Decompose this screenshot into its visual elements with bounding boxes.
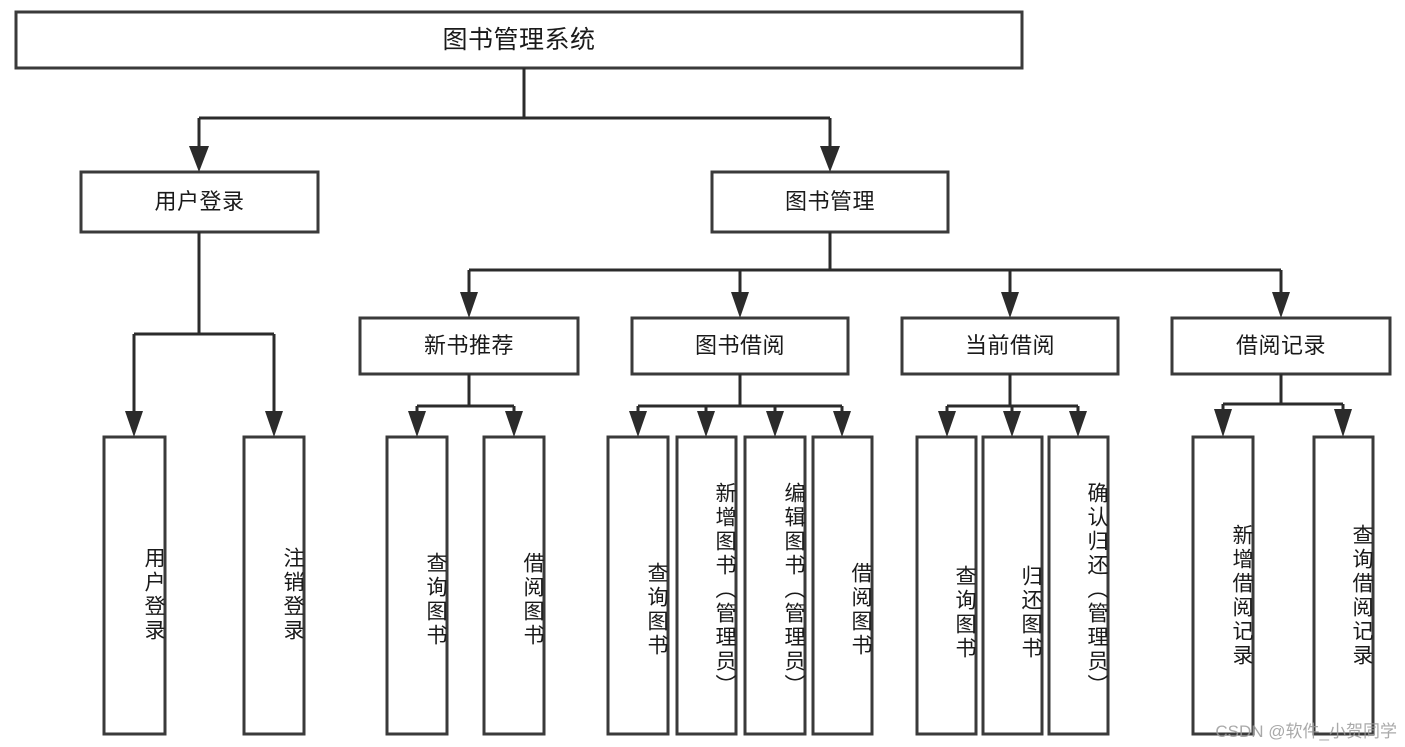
node-user-login-box[interactable] xyxy=(79,170,320,234)
node-root-box[interactable] xyxy=(14,10,1024,70)
arrowhead-leaf-user-login-0 xyxy=(125,411,143,437)
arrowhead-leaf-user-login-1 xyxy=(265,411,283,437)
node-user-login[interactable] xyxy=(81,172,318,232)
leaf-borrow-record-0-box[interactable] xyxy=(1191,435,1255,736)
node-current-borrow-box[interactable] xyxy=(900,316,1120,376)
arrowhead-leaf-book-borrow-1 xyxy=(697,411,715,437)
node-new-book-recommend[interactable] xyxy=(360,318,578,374)
arrowhead-book-manage xyxy=(820,146,840,172)
arrowhead-current-borrow xyxy=(1001,292,1019,318)
leaf-current-borrow-1-box[interactable] xyxy=(981,435,1044,736)
arrowhead-book-borrow xyxy=(731,292,749,318)
leaf-book-borrow-3-box[interactable] xyxy=(811,435,874,736)
arrowhead-leaf-new-book-1 xyxy=(505,411,523,437)
arrowhead-leaf-borrow-record-1 xyxy=(1334,409,1352,437)
leaf-book-borrow-0-box[interactable] xyxy=(606,435,670,736)
leaf-borrow-record-1-box[interactable] xyxy=(1312,435,1375,736)
arrowhead-leaf-current-borrow-1 xyxy=(1003,411,1021,437)
arrowhead-borrow-record xyxy=(1272,292,1290,318)
arrowhead-leaf-book-borrow-2 xyxy=(766,411,784,437)
node-root[interactable] xyxy=(16,12,1022,68)
arrowhead-user-login xyxy=(189,146,209,172)
arrowhead-leaf-new-book-0 xyxy=(408,411,426,437)
arrowhead-leaf-current-borrow-2 xyxy=(1069,411,1087,437)
arrowhead-leaf-book-borrow-3 xyxy=(833,411,851,437)
leaf-book-borrow-1-box[interactable] xyxy=(675,435,738,736)
arrowhead-leaf-book-borrow-0 xyxy=(629,411,647,437)
node-book-manage[interactable] xyxy=(712,172,948,232)
arrowhead-leaf-current-borrow-0 xyxy=(938,411,956,437)
arrowhead-new-book-recommend xyxy=(460,292,478,318)
leaf-current-borrow-2-box[interactable] xyxy=(1047,435,1110,736)
leaf-user-login-1-box[interactable] xyxy=(242,435,306,736)
node-borrow-record[interactable] xyxy=(1172,318,1390,374)
arrowhead-leaf-borrow-record-0 xyxy=(1214,409,1232,437)
leaf-current-borrow-0-box[interactable] xyxy=(915,435,978,736)
leaf-book-borrow-2-box[interactable] xyxy=(743,435,807,736)
node-current-borrow[interactable] xyxy=(902,318,1118,374)
leaf-new-book-1-box[interactable] xyxy=(482,435,546,736)
node-book-borrow[interactable] xyxy=(632,318,848,374)
leaf-new-book-0-box[interactable] xyxy=(385,435,449,736)
node-new-book-recommend-box[interactable] xyxy=(358,316,580,376)
leaf-user-login-0-box[interactable] xyxy=(102,435,167,736)
